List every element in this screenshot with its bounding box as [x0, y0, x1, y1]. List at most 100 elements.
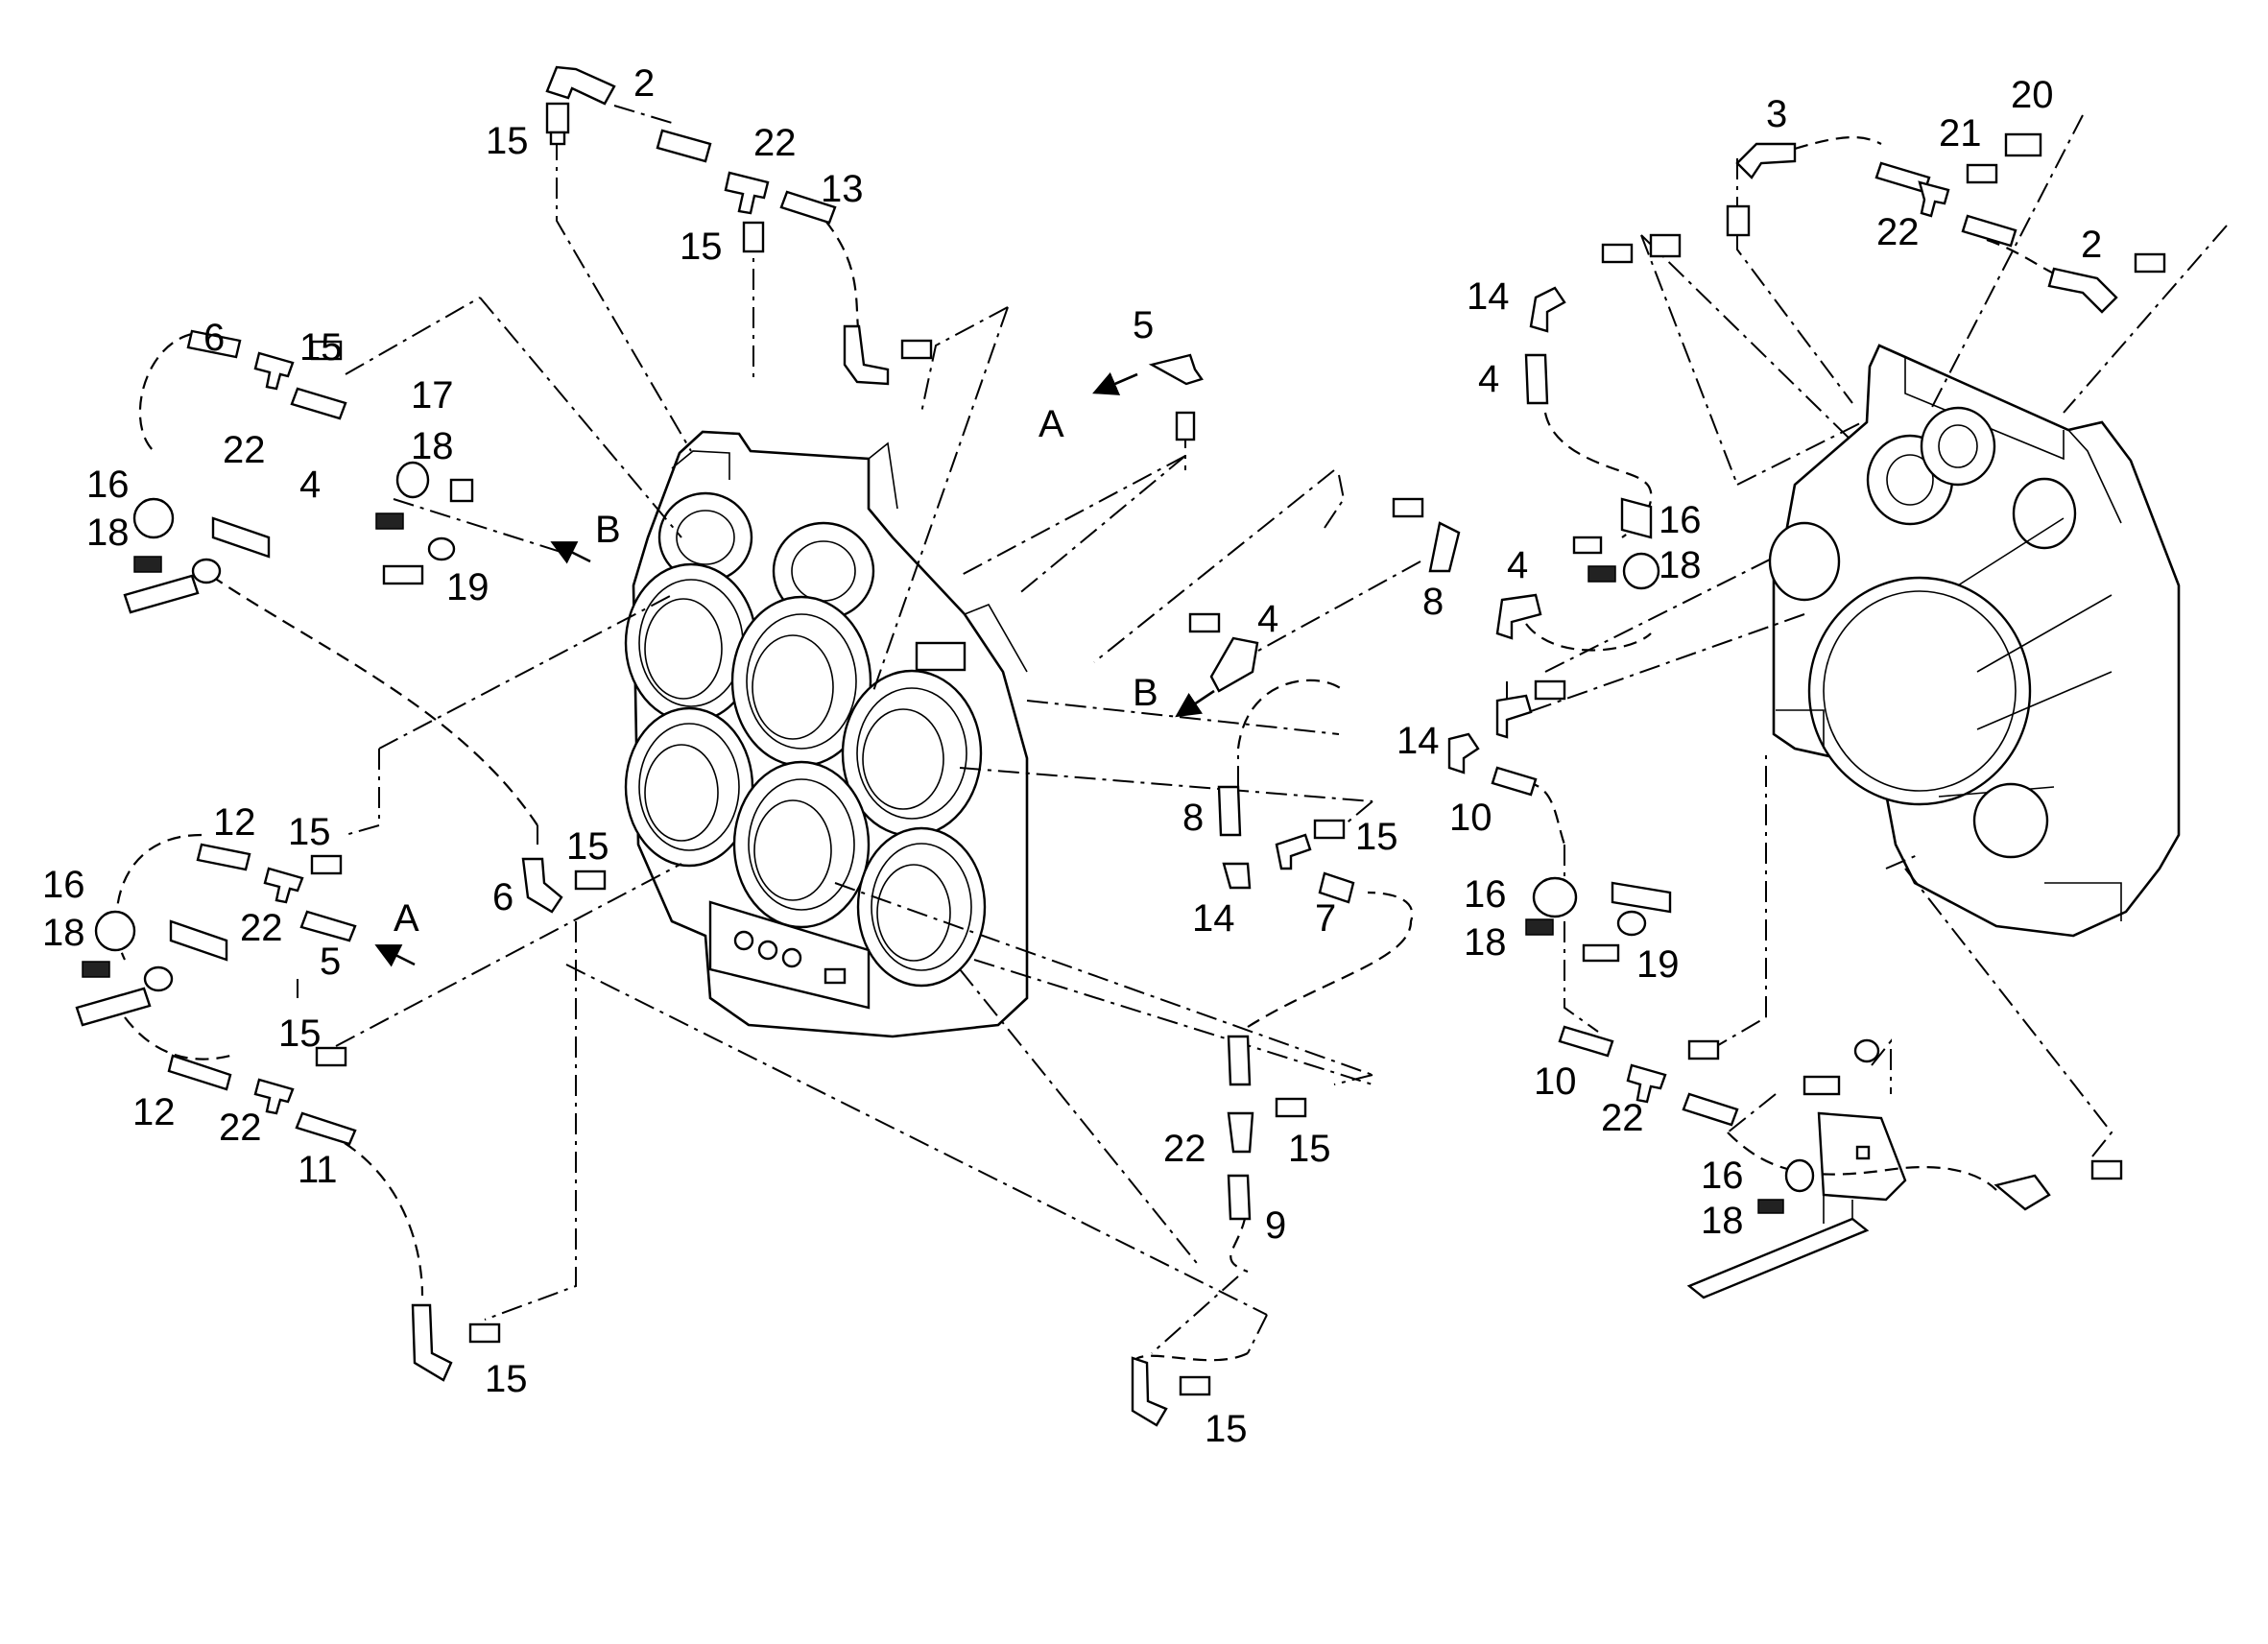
hex-nipple: [315, 1046, 347, 1067]
callout-22: 22: [1876, 211, 1920, 253]
callout-15: 15: [278, 1013, 322, 1055]
hose-fitting: [167, 1054, 232, 1091]
hex-nipple: [1966, 163, 1998, 184]
washer: [191, 558, 222, 584]
tee-fitting: [263, 867, 304, 904]
callout-13: 13: [821, 168, 864, 210]
view-letter-b: B: [1133, 672, 1158, 714]
hose-fitting: [1217, 785, 1242, 837]
callout-16: 16: [1701, 1155, 1744, 1197]
right-base-foot: [1776, 709, 2122, 921]
elbow-hose-end: [1993, 1174, 2051, 1211]
tee-fitting: [724, 171, 770, 215]
callout-20: 20: [2011, 74, 2054, 116]
p-clamp: [395, 461, 474, 503]
elbow-hose-end: [545, 65, 616, 106]
tee-fitting: [253, 351, 295, 391]
left-fittings: [75, 65, 1461, 1427]
hose-fitting: [299, 910, 357, 942]
callout-15: 15: [680, 226, 723, 268]
right-fittings: [1447, 132, 2166, 1214]
hex-nipple: [1392, 497, 1424, 518]
hose-fitting: [779, 190, 837, 225]
hose-fitting: [656, 129, 712, 163]
callout-10: 10: [1534, 1060, 1577, 1103]
washer: [1853, 1038, 1880, 1063]
callout-14: 14: [1397, 720, 1440, 762]
tee-fitting: [1626, 1063, 1667, 1104]
hex-nipple: [310, 340, 343, 361]
view-letter-b: B: [595, 509, 621, 551]
callout-18: 18: [42, 912, 85, 954]
hose-fitting: [1227, 1174, 1252, 1221]
view-arrow-b-mid: [1175, 689, 1215, 718]
p-clamp: [1784, 1158, 1815, 1193]
callout-17: 17: [411, 374, 454, 417]
callout-9: 9: [1265, 1204, 1286, 1247]
elbow-fitting: [521, 857, 563, 914]
callout-18: 18: [1701, 1200, 1744, 1242]
view-arrows: [374, 371, 1215, 967]
callout-16: 16: [42, 864, 85, 906]
lower-valve-panel: [708, 900, 871, 1010]
elbow-hose-end: [843, 324, 890, 386]
hex-nipple: [545, 102, 570, 146]
p-clamp: [132, 497, 175, 539]
callout-16: 16: [1659, 499, 1702, 541]
hex-nipple: [1188, 612, 1221, 633]
hex-nipple: [1601, 243, 1634, 264]
tee-fitting: [1275, 833, 1312, 870]
callout-19: 19: [446, 566, 489, 608]
bolt: [382, 564, 424, 585]
callout-16: 16: [86, 464, 130, 506]
hex-nipple: [1534, 679, 1566, 701]
callout-15: 15: [486, 120, 529, 162]
callout-11: 11: [298, 1149, 338, 1191]
elbow-hose-end: [2047, 267, 2118, 314]
callout-15: 15: [566, 825, 609, 868]
callouts-right: 3 21 20 22 2 14 4 16 18 4 14 10 16 18 19…: [1397, 74, 2102, 1242]
bolt: [133, 556, 162, 573]
callout-15: 15: [288, 811, 331, 853]
hex-nipple: [742, 221, 765, 253]
tee-fitting: [1495, 694, 1533, 739]
bolt: [1572, 536, 1603, 555]
bracket-plate: [169, 919, 228, 962]
callout-2: 2: [633, 62, 655, 105]
bore-opening-5: [732, 760, 871, 929]
main-flange: [1807, 517, 2113, 806]
hose-fitting: [1682, 1092, 1739, 1127]
view-arrow-b-top: [550, 541, 591, 564]
elbow-hose-end: [1209, 636, 1259, 693]
callout-4: 4: [1478, 358, 1499, 400]
left-transmission-housing: [624, 430, 1029, 1038]
callout-22: 22: [1601, 1097, 1644, 1139]
tee-fitting: [1227, 1111, 1254, 1154]
callout-15: 15: [299, 326, 343, 369]
bolt: [375, 512, 404, 530]
hex-nipple: [1313, 819, 1346, 840]
elbow-hose-end: [411, 1303, 453, 1382]
bolt: [1757, 1199, 1784, 1214]
bolt: [82, 961, 110, 978]
bore-opening-4: [624, 706, 754, 868]
callout-5: 5: [1133, 304, 1154, 346]
callout-22: 22: [219, 1107, 262, 1149]
callout-22: 22: [223, 429, 266, 471]
callout-22: 22: [753, 122, 797, 164]
bore-opening-2: [730, 595, 872, 768]
tee-fitting: [1918, 180, 1950, 218]
hex-nipple: [2090, 1159, 2123, 1180]
bolt: [75, 987, 152, 1027]
callout-14: 14: [1467, 275, 1510, 318]
hose-fitting: [290, 387, 347, 420]
bore-opening-6: [856, 826, 987, 988]
tee-fitting: [253, 1078, 295, 1115]
callout-12: 12: [213, 801, 256, 844]
view-arrow-a-top: [1092, 371, 1138, 395]
elbow-hose-end: [1735, 142, 1797, 179]
elbow-fitting: [1447, 732, 1480, 774]
elbow-fitting: [1529, 286, 1566, 333]
callout-15: 15: [485, 1358, 528, 1400]
